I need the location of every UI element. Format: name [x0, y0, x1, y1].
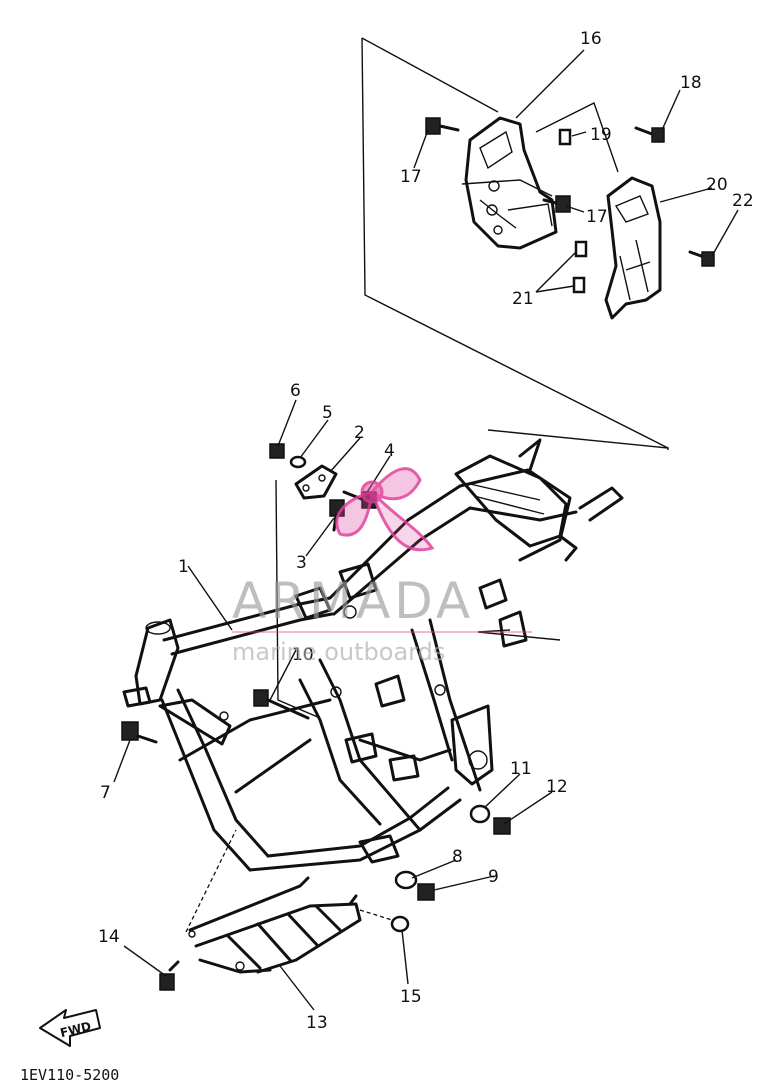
nut-part-12 [493, 817, 511, 835]
callout-10: 10 [292, 645, 314, 665]
pad-part-19 [558, 128, 572, 146]
callout-9: 9 [488, 867, 499, 887]
bracket-part-16 [461, 116, 558, 250]
callout-20: 20 [706, 175, 728, 195]
callout-labels: 16 18 19 17 17 20 22 21 6 5 2 4 3 1 10 7… [98, 29, 754, 1033]
callout-15: 15 [400, 987, 422, 1007]
callout-16: 16 [580, 29, 602, 49]
bolt-part-17b [542, 195, 571, 213]
nut-part-6 [269, 443, 285, 459]
fwd-label: FWD [59, 1019, 93, 1040]
forward-direction-arrow: FWD [39, 1009, 101, 1047]
watermark-tagline: marine outboards [232, 638, 445, 666]
bolt-part-18 [634, 126, 665, 143]
callout-22: 22 [732, 191, 754, 211]
callout-19: 19 [590, 125, 612, 145]
main-frame-part-1 [122, 438, 624, 872]
pad-part-21a [574, 240, 588, 258]
callout-12: 12 [546, 777, 568, 797]
pad-part-21b [572, 276, 586, 294]
callout-3: 3 [296, 553, 307, 573]
callout-18: 18 [680, 73, 702, 93]
engine-guard-part-13 [188, 876, 362, 974]
callout-17b: 17 [586, 207, 608, 227]
callout-21: 21 [512, 289, 534, 309]
callout-14: 14 [98, 927, 120, 947]
callout-7: 7 [100, 783, 111, 803]
armada-watermark: ARMADA marine outboards [232, 467, 532, 666]
bolt-part-17a [425, 117, 460, 135]
washer-part-8 [394, 870, 418, 890]
watermark-brand: ARMADA [232, 572, 474, 630]
callout-4: 4 [384, 441, 395, 461]
callout-5: 5 [322, 403, 333, 423]
bolt-part-14 [159, 960, 180, 991]
callout-6: 6 [290, 381, 301, 401]
callout-13: 13 [306, 1013, 328, 1033]
diagram-code: 1EV110-5200 [20, 1066, 119, 1084]
leader-lines [113, 49, 739, 1011]
bolt-part-7 [121, 721, 158, 744]
callout-2: 2 [354, 423, 365, 443]
engine-bracket-part-2 [294, 464, 338, 500]
callout-17a: 17 [400, 167, 422, 187]
long-bolt-part-10 [253, 689, 310, 720]
nut-part-15 [390, 915, 410, 933]
callout-11: 11 [510, 759, 532, 779]
battery-bracket-group-outline [361, 37, 669, 449]
callout-1: 1 [178, 557, 189, 577]
nut-part-9 [417, 883, 435, 901]
callout-8: 8 [452, 847, 463, 867]
washer-part-11 [469, 804, 491, 824]
cover-part-20 [604, 176, 662, 320]
washer-part-5 [289, 455, 307, 469]
bolt-part-22 [688, 250, 715, 267]
propeller-logo-icon [335, 467, 435, 552]
